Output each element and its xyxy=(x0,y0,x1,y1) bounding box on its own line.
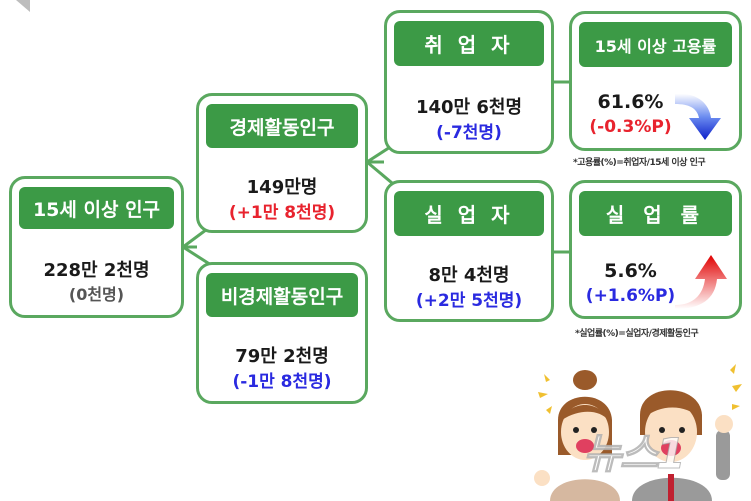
cheering-workers-illustration xyxy=(534,364,742,501)
unemployment-rate-footnote: *실업률(%)=실업자/경제활동인구 xyxy=(575,329,699,339)
arrow-up-icon xyxy=(675,255,727,309)
node-value: 149만명 xyxy=(246,177,318,198)
node-change: (0천명) xyxy=(68,285,125,304)
node-title: 취 업 자 xyxy=(394,21,544,66)
node-employed: 취 업 자 140만 6천명 (-7천명) xyxy=(384,10,554,154)
node-value: 79만 2천명 xyxy=(235,346,329,367)
node-employment-rate: 15세 이상 고용률 61.6% (-0.3%P) xyxy=(569,11,742,151)
arrow-down-icon xyxy=(675,93,721,140)
node-title: 15세 이상 고용률 xyxy=(579,22,732,67)
employment-rate-footnote: *고용률(%)=취업자/15세 이상 인구 xyxy=(573,158,706,168)
node-change: (-1만 8천명) xyxy=(232,372,332,392)
node-population-15plus: 15세 이상 인구 228만 2천명 (0천명) xyxy=(9,176,184,318)
node-title: 실 업 자 xyxy=(394,191,544,236)
node-change: (-7천명) xyxy=(436,123,502,143)
node-economically-active: 경제활동인구 149만명 (+1만 8천명) xyxy=(196,93,368,233)
node-economically-inactive: 비경제활동인구 79만 2천명 (-1만 8천명) xyxy=(196,262,368,404)
node-value: 5.6% xyxy=(604,260,657,282)
node-unemployed: 실 업 자 8만 4천명 (+2만 5천명) xyxy=(384,180,554,322)
node-change: (+1만 8천명) xyxy=(228,203,336,223)
node-unemployment-rate: 실 업 률 5.6% (+1.6%P) xyxy=(569,180,742,319)
node-change: (+2만 5천명) xyxy=(415,291,523,311)
node-value: 140만 6천명 xyxy=(415,97,523,118)
node-value: 8만 4천명 xyxy=(428,265,510,286)
node-change: (+1.6%P) xyxy=(585,286,676,306)
node-title: 비경제활동인구 xyxy=(206,273,358,317)
node-value: 228만 2천명 xyxy=(43,260,150,281)
node-title: 경제활동인구 xyxy=(206,104,358,148)
corner-decoration xyxy=(16,0,30,12)
node-value: 61.6% xyxy=(597,91,664,113)
node-title: 15세 이상 인구 xyxy=(19,187,174,229)
watermark: 뉴스1 xyxy=(583,429,687,479)
node-change: (-0.3%P) xyxy=(589,117,672,137)
node-title: 실 업 률 xyxy=(579,191,732,236)
